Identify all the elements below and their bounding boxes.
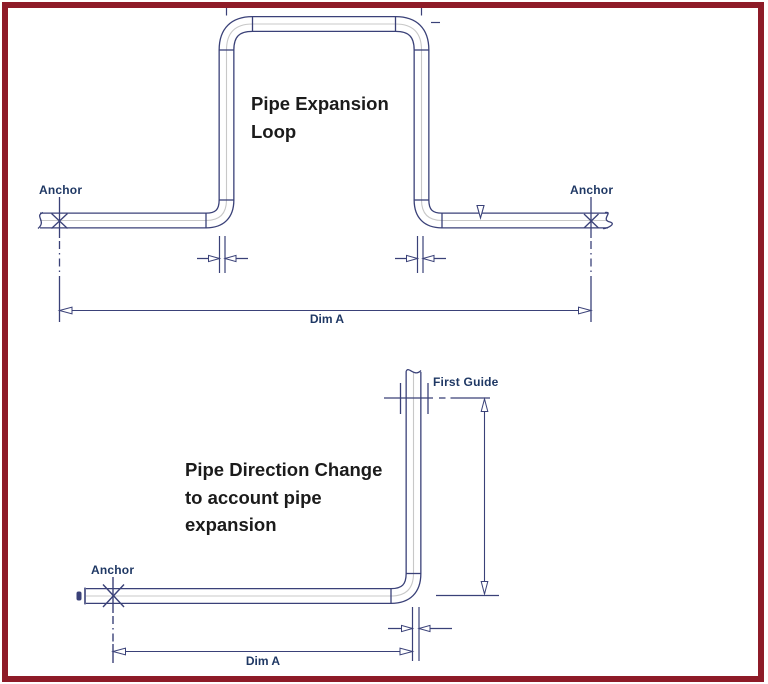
gap-dim-left-leg xyxy=(197,236,248,273)
top-title-line-1: Pipe Expansion xyxy=(251,93,389,114)
dim-line-bottom xyxy=(111,647,415,656)
anchor-symbol-bottom xyxy=(102,577,125,663)
dim-line-top xyxy=(57,306,593,315)
dim-a-label-top: Dim A xyxy=(309,312,345,326)
flow-arrow-icon xyxy=(476,204,485,221)
pipe-end-cap xyxy=(76,587,86,605)
anchor-label-top-right: Anchor xyxy=(570,183,614,197)
vertical-dim-line xyxy=(436,397,499,597)
bottom-diagram-title: Pipe Direction Change to account pipe ex… xyxy=(185,456,382,539)
bottom-title-line-2: to account pipe xyxy=(185,486,322,508)
bottom-title-line-3: expansion xyxy=(185,514,277,535)
bottom-title-line-1: Pipe Direction Change xyxy=(185,459,383,480)
gap-dim-bottom xyxy=(388,607,452,661)
elbow-weld-lines xyxy=(205,16,443,229)
top-title-line-2: Loop xyxy=(251,120,297,142)
anchor-symbol-left xyxy=(51,197,68,322)
top-diagram-title: Pipe Expansion Loop xyxy=(251,90,389,145)
dim-a-label-bottom: Dim A xyxy=(245,654,281,668)
pipe-break-symbol xyxy=(405,369,422,374)
expansion-loop-pipe xyxy=(37,8,613,230)
gap-dim-right-leg xyxy=(395,236,446,273)
anchor-symbol-right xyxy=(583,197,599,322)
center-marks xyxy=(225,8,440,24)
elbow-weld-lines xyxy=(390,572,422,604)
guide-symbol xyxy=(384,383,490,414)
first-guide-label: First Guide xyxy=(433,375,499,389)
anchor-label-top-left: Anchor xyxy=(39,183,83,197)
pipe-break-symbols xyxy=(37,211,613,230)
direction-change-pipe xyxy=(76,369,422,605)
anchor-label-bottom: Anchor xyxy=(91,563,135,577)
